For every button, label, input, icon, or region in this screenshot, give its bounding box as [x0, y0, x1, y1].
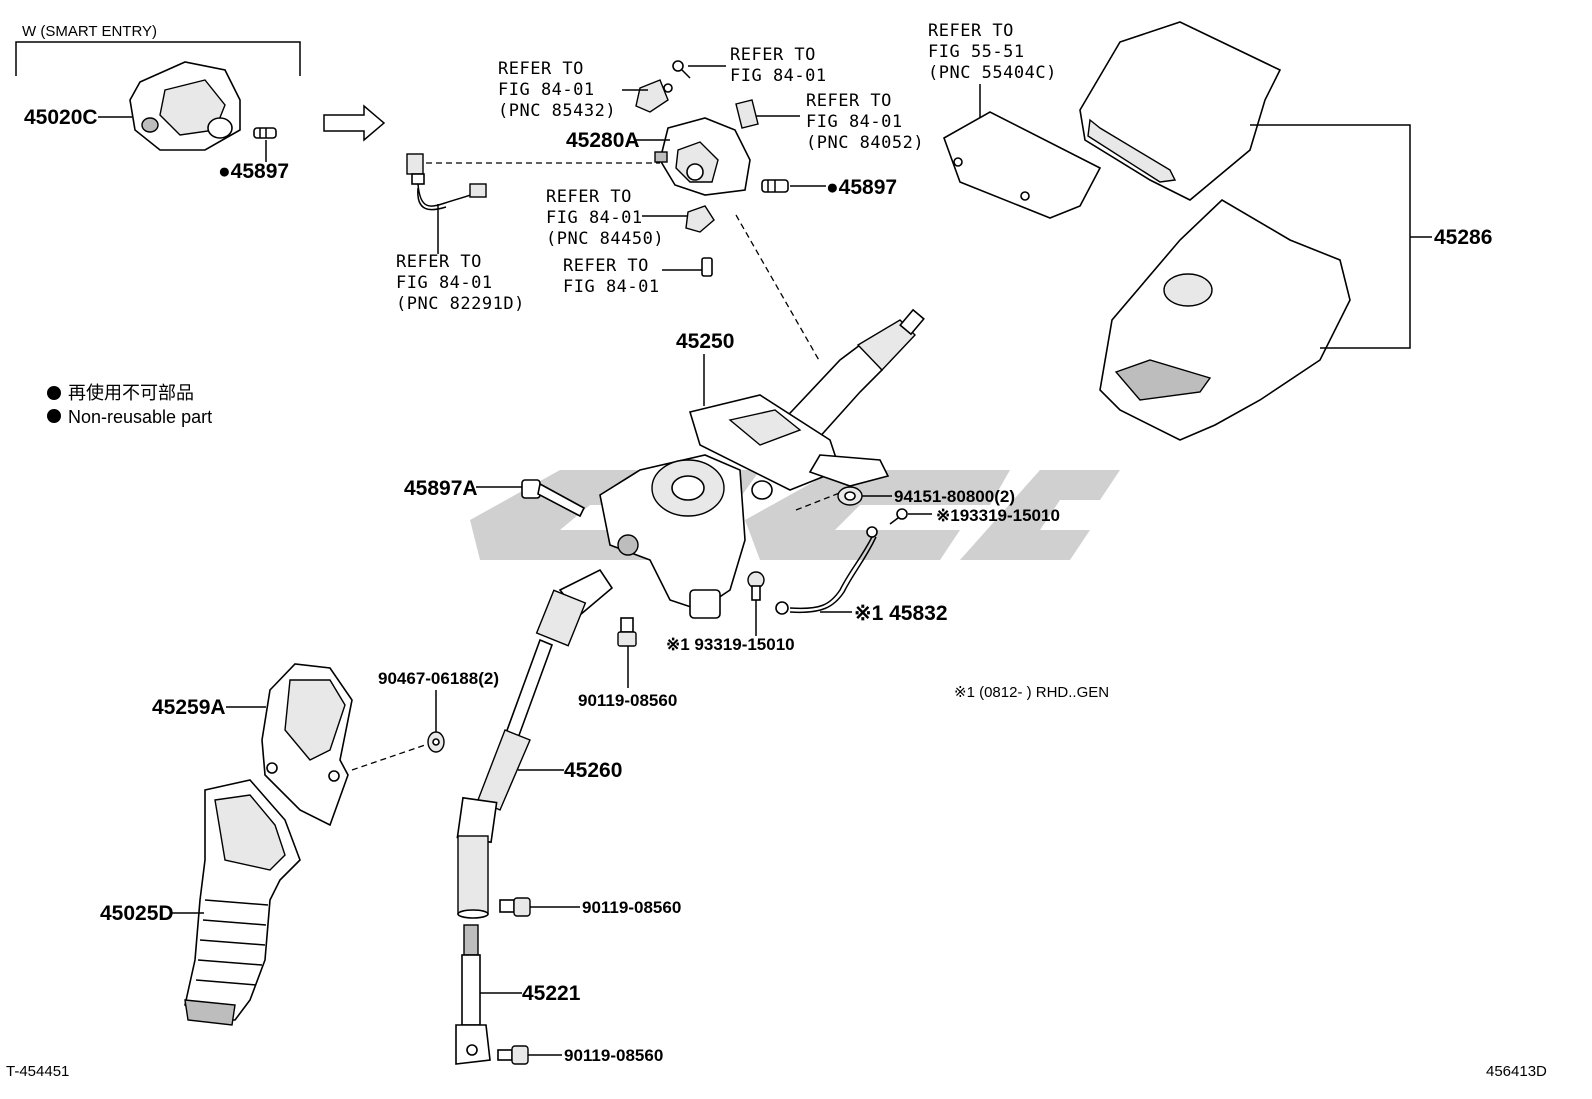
nut-94151[interactable] [837, 486, 863, 506]
svg-text:REFER TO: REFER TO [563, 256, 649, 276]
refer-82291D: REFER TO FIG 84-01 (PNC 82291D) [396, 252, 525, 314]
callout-45897-right: ●45897 [826, 176, 897, 199]
footer-right-code: 456413D [1486, 1063, 1547, 1080]
variant-bracket: W (SMART ENTRY) [15, 23, 301, 76]
part-84052[interactable] [735, 99, 759, 129]
svg-text:FIG 84-01: FIG 84-01 [806, 112, 903, 132]
callout-45221: 45221 [522, 982, 581, 1005]
legend-dot-icon [47, 409, 61, 423]
switch-84450[interactable] [685, 205, 715, 233]
callout-45280A: 45280A [566, 129, 640, 152]
screw-193319[interactable] [889, 508, 908, 525]
lower-column-cover[interactable] [1099, 199, 1351, 441]
lock-housing-45280A[interactable] [654, 117, 751, 196]
svg-text:FIG 84-01: FIG 84-01 [546, 208, 643, 228]
svg-text:(PNC 84450): (PNC 84450) [546, 229, 664, 249]
refer-84052: REFER TO FIG 84-01 (PNC 84052) [806, 91, 924, 153]
callout-45897-left: ●45897 [218, 160, 289, 183]
bolt-90119-b[interactable] [499, 897, 531, 917]
ground-wire-45832[interactable] [775, 526, 878, 615]
boot-plate-45259A[interactable] [261, 663, 353, 827]
bolt-45897A[interactable] [521, 479, 586, 518]
screw-45897-left[interactable] [253, 127, 277, 139]
callout-93319: ※1 93319-15010 [666, 635, 795, 654]
callout-90119-b: 90119-08560 [582, 898, 681, 917]
svg-text:REFER TO: REFER TO [396, 252, 482, 272]
svg-text:(PNC 84052): (PNC 84052) [806, 133, 924, 153]
svg-text:(PNC 55404C): (PNC 55404C) [928, 63, 1057, 83]
refer-55404C: REFER TO FIG 55-51 (PNC 55404C) [928, 21, 1057, 83]
callout-45897A: 45897A [404, 477, 478, 500]
callout-193319: ※193319-15010 [936, 506, 1060, 525]
shaft-45221[interactable] [455, 924, 491, 1065]
svg-text:(PNC 85432): (PNC 85432) [498, 101, 616, 121]
smart-entry-unit[interactable] [129, 61, 241, 151]
svg-text:(PNC 82291D): (PNC 82291D) [396, 294, 525, 314]
eps-motor[interactable] [599, 454, 746, 619]
footer-left-code: T-454451 [6, 1063, 69, 1080]
refer-84450: REFER TO FIG 84-01 (PNC 84450) [546, 187, 664, 249]
callout-45020C: 45020C [24, 106, 98, 129]
refer-84-top: REFER TO FIG 84-01 [730, 45, 827, 86]
screw-small-top[interactable] [672, 60, 691, 79]
callout-94151: 94151-80800(2) [894, 487, 1015, 506]
wire-harness[interactable] [406, 153, 487, 211]
callout-45260: 45260 [564, 759, 622, 782]
legend: 再使用不可部品 Non-reusable part [47, 383, 212, 427]
callout-90467: 90467-06188(2) [378, 669, 499, 688]
svg-text:FIG 55-51: FIG 55-51 [928, 42, 1025, 62]
svg-text:REFER TO: REFER TO [806, 91, 892, 111]
callout-90119-c: 90119-08560 [564, 1046, 663, 1065]
callout-45250: 45250 [676, 330, 734, 353]
steering-boot-45025D[interactable] [184, 779, 301, 1026]
svg-text:FIG 84-01: FIG 84-01 [498, 80, 595, 100]
footnote: ※1 (0812- ) RHD..GEN [954, 684, 1109, 701]
panel-55404C[interactable] [943, 111, 1102, 219]
arrow-icon [323, 104, 386, 142]
intermediate-shaft-45260[interactable] [456, 568, 614, 919]
variant-label: W (SMART ENTRY) [22, 23, 157, 40]
clip-90467[interactable] [427, 731, 445, 753]
callout-90119-a: 90119-08560 [578, 691, 677, 710]
svg-text:FIG 84-01: FIG 84-01 [730, 66, 827, 86]
refer-85432: REFER TO FIG 84-01 (PNC 85432) [498, 59, 616, 121]
svg-text:REFER TO: REFER TO [498, 59, 584, 79]
bolt-93319[interactable] [747, 571, 765, 601]
upper-column-cover[interactable] [1079, 21, 1282, 201]
refer-84-bolt: REFER TO FIG 84-01 [563, 256, 660, 297]
legend-dot-icon [47, 386, 61, 400]
callout-45259A: 45259A [152, 696, 226, 719]
svg-text:FIG 84-01: FIG 84-01 [396, 273, 493, 293]
legend-item-ja: 再使用不可部品 [68, 383, 194, 403]
svg-text:REFER TO: REFER TO [928, 21, 1014, 41]
screw-45897-right[interactable] [761, 179, 789, 193]
svg-text:FIG 84-01: FIG 84-01 [563, 277, 660, 297]
callout-45025D: 45025D [100, 902, 174, 925]
sensor-85432[interactable] [635, 79, 673, 113]
callout-45832: ※1 45832 [854, 602, 948, 625]
bolt-90119-c[interactable] [497, 1045, 529, 1065]
svg-text:REFER TO: REFER TO [730, 45, 816, 65]
callout-45286: 45286 [1434, 226, 1492, 249]
bolt-84[interactable] [701, 257, 713, 277]
bolt-90119-a[interactable] [617, 617, 637, 647]
svg-text:REFER TO: REFER TO [546, 187, 632, 207]
legend-item-en: Non-reusable part [68, 407, 212, 427]
steering-column-45250[interactable] [688, 308, 925, 500]
